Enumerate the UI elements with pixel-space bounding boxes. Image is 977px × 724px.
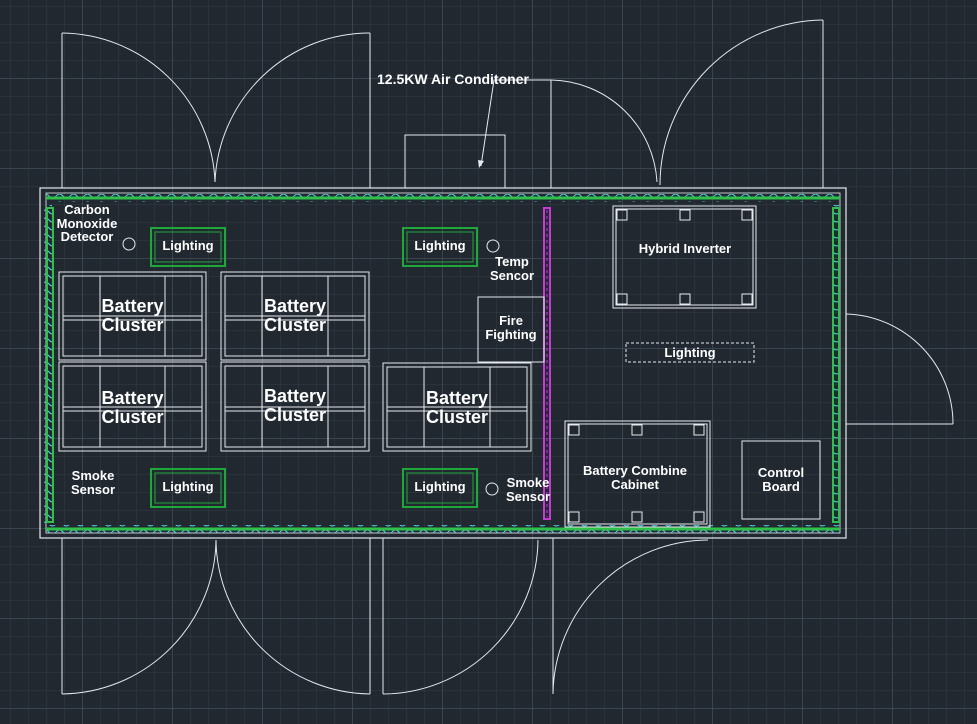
lighting-label: Lighting: [414, 238, 466, 253]
fire-partition-wall: [543, 207, 551, 520]
air-conditioner-leader-line: [478, 79, 551, 168]
battery-cluster-label: Battery Cluster: [263, 386, 327, 425]
lighting-label: Lighting: [162, 479, 214, 494]
battery-cluster-label: Battery Cluster: [425, 388, 489, 427]
battery-combine-cabinet-box: [564, 420, 711, 528]
temp-sensor-label: Temp Sencor: [489, 254, 535, 283]
lighting-fixtures: [150, 227, 478, 508]
door-swing-top-right: [550, 19, 824, 188]
hybrid-inverter-label: Hybrid Inverter: [638, 241, 732, 256]
sensor-circles: [122, 237, 500, 496]
fire-fighting-label: Fire Fighting: [485, 313, 537, 342]
battery-combine-cabinet-label: Battery Combine Cabinet: [582, 463, 688, 492]
door-swing-top-left: [61, 32, 371, 188]
fire-fighting-box: [477, 296, 545, 363]
smoke-sensor-label-right: Smoke Sensor: [505, 475, 551, 504]
door-swing-bottom-right: [382, 538, 709, 695]
control-board-box: [741, 440, 821, 520]
insulated-wall-top: [46, 194, 840, 202]
lighting-label: Lighting: [162, 238, 214, 253]
door-swing-bottom-left: [61, 538, 371, 695]
lighting-label: Lighting: [664, 345, 716, 360]
battery-racks: [58, 271, 532, 452]
battery-cluster-label: Battery Cluster: [101, 388, 164, 427]
smoke-sensor-label-left: Smoke Sensor: [70, 468, 116, 497]
hybrid-inverter-cabinet: [612, 205, 757, 309]
lighting-label: Lighting: [414, 479, 466, 494]
air-conditioner-label: 12.5KW Air Conditoner: [377, 71, 529, 87]
carbon-monoxide-detector-label: Carbon Monoxide Detector: [56, 202, 118, 245]
insulated-wall-right: [832, 205, 840, 523]
insulated-wall-left: [44, 205, 54, 523]
control-board-label: Control Board: [757, 465, 805, 494]
air-conditioner-unit: [404, 134, 506, 189]
lighting-fixture-dashed: [625, 342, 755, 363]
battery-cluster-label: Battery Cluster: [101, 296, 164, 335]
door-swing-right: [845, 313, 954, 425]
insulated-wall-bottom: [46, 525, 840, 533]
battery-cluster-label: Battery Cluster: [263, 296, 327, 335]
